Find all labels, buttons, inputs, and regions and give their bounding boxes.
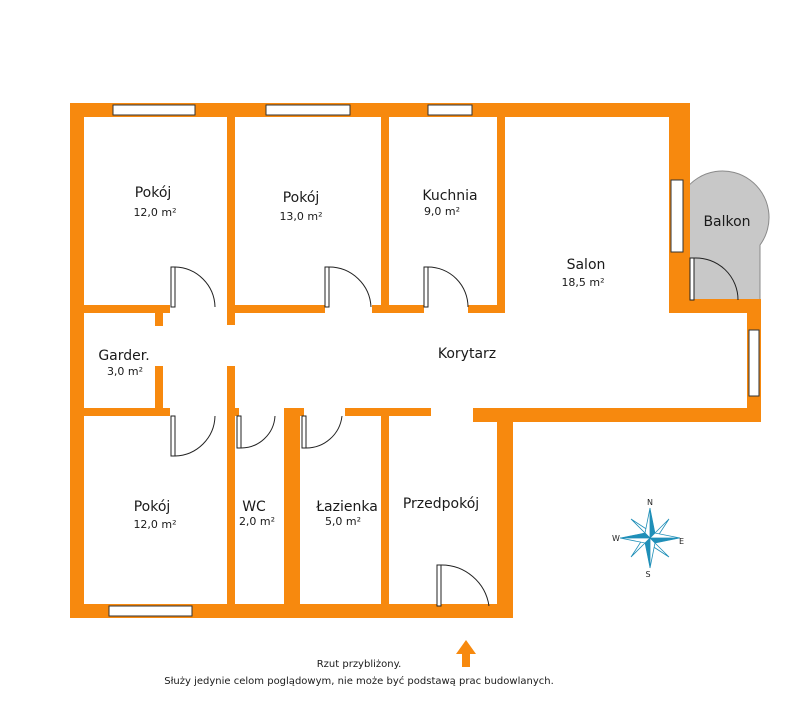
wall-right-lower [497, 408, 513, 618]
wall-lazienka-przedpokoj [381, 408, 389, 618]
room-name-pokoj-2: Pokój [283, 190, 320, 206]
door-pokoj1 [170, 266, 216, 308]
window-pokoj3 [108, 605, 193, 617]
wall-wc-lazienka [284, 408, 300, 618]
room-name-przedpokoj: Przedpokój [403, 496, 479, 512]
compass-rose-icon: N E S W [612, 498, 684, 579]
disclaimer-line-1: Rzut przybliżony. [317, 659, 402, 670]
wall-left [70, 103, 84, 618]
door-balkon [689, 257, 739, 301]
windows [108, 104, 760, 617]
door-pokoj2 [324, 266, 372, 308]
window-salon-balkon [670, 179, 684, 253]
room-area-lazienka: 5,0 m² [325, 515, 361, 528]
wall-pokoj1-bottom [70, 305, 170, 313]
wall-garderoba-right-b [155, 366, 163, 416]
wall-przedpokoj-top [345, 408, 431, 416]
room-name-pokoj-3: Pokój [134, 499, 171, 515]
wall-pokoj2-kuchnia [381, 103, 389, 313]
disclaimer: Rzut przybliżony. Służy jedynie celom po… [164, 659, 554, 687]
room-name-wc: WC [242, 499, 266, 515]
wall-step-horizontal [669, 299, 761, 313]
compass-main-points [619, 507, 681, 569]
balcony-shape [684, 170, 770, 301]
entrance-arrow-icon [456, 640, 476, 667]
door-wc [236, 415, 276, 449]
room-name-balkon: Balkon [703, 214, 750, 230]
room-area-pokoj-2: 13,0 m² [279, 210, 322, 223]
window-pokoj1 [112, 104, 196, 116]
compass-label-e: E [679, 537, 684, 546]
room-area-garderoba: 3,0 m² [107, 365, 143, 378]
wall-salon-bottom [473, 408, 761, 422]
wall-garderoba-right-a [155, 313, 163, 326]
door-pokoj3 [170, 415, 216, 457]
wall-pokoj3-wc [227, 366, 235, 618]
wall-pokoj3-top [70, 408, 170, 416]
wall-mid-pokoj2-kuchnia [372, 305, 424, 313]
door-kuchnia [423, 266, 469, 308]
compass-label-w: W [612, 534, 620, 543]
room-name-kuchnia: Kuchnia [422, 188, 477, 204]
wall-wc-top [227, 408, 239, 416]
room-area-pokoj-3: 12,0 m² [133, 518, 176, 531]
doors [170, 257, 739, 607]
room-area-kuchnia: 9,0 m² [424, 205, 460, 218]
wall-kuchnia-bottom [468, 305, 505, 313]
wall-kuchnia-salon [497, 103, 505, 313]
room-name-lazienka: Łazienka [315, 499, 378, 515]
room-name-korytarz: Korytarz [438, 346, 496, 362]
compass-label-n: N [647, 498, 653, 507]
room-name-garderoba: Garder. [98, 348, 149, 364]
wall-lazienka-top [284, 408, 304, 416]
room-labels: Pokój 12,0 m² Pokój 13,0 m² Kuchnia 9,0 … [98, 185, 750, 531]
disclaimer-line-2: Służy jedynie celom poglądowym, nie może… [164, 675, 554, 687]
balcony [684, 170, 770, 301]
window-kuchnia [427, 104, 473, 116]
wall-top [70, 103, 690, 117]
room-name-salon: Salon [567, 257, 606, 273]
wall-pokoj2-bottom [227, 305, 325, 313]
wall-pokoj1-pokoj2 [227, 103, 235, 325]
door-lazienka [301, 415, 343, 449]
room-area-salon: 18,5 m² [561, 276, 604, 289]
room-area-pokoj-1: 12,0 m² [133, 206, 176, 219]
door-entrance [436, 564, 490, 607]
window-salon-right [748, 329, 760, 397]
room-area-wc: 2,0 m² [239, 515, 275, 528]
window-pokoj2 [265, 104, 351, 116]
compass-label-s: S [645, 570, 650, 579]
room-name-pokoj-1: Pokój [135, 185, 172, 201]
